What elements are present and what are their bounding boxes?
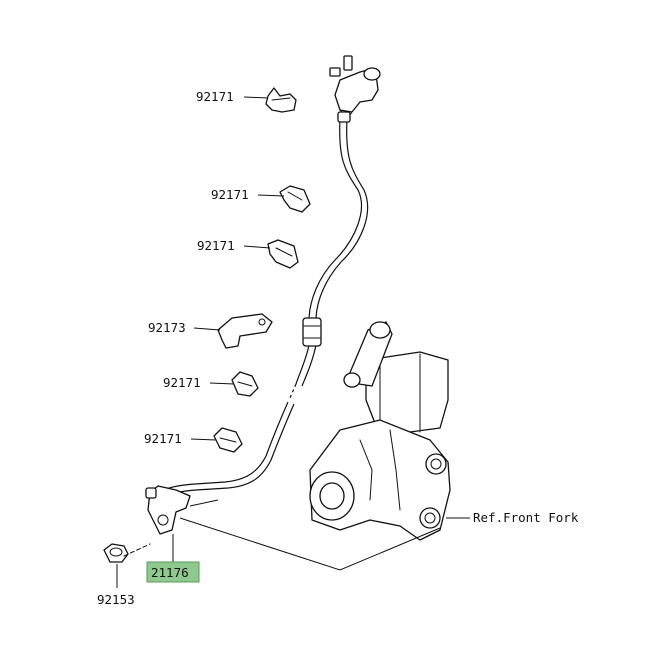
clamp-5-shape xyxy=(213,427,243,453)
sensor-connector xyxy=(329,55,381,123)
front-fork xyxy=(309,321,451,541)
clamp-4-shape xyxy=(231,371,259,397)
part-label-clamp-4[interactable]: 92171 xyxy=(163,375,201,390)
part-label-clamp-5[interactable]: 92171 xyxy=(144,431,182,446)
part-label-bolt[interactable]: 92153 xyxy=(97,592,135,607)
speed-sensor xyxy=(145,485,191,535)
part-label-bracket[interactable]: 92173 xyxy=(148,320,186,335)
clamp-1-shape xyxy=(265,87,297,113)
leader-lines xyxy=(116,96,470,588)
bracket-shape xyxy=(217,313,273,349)
part-label-clamp-3[interactable]: 92171 xyxy=(197,238,235,253)
clamp-3-shape xyxy=(267,239,299,269)
part-label-clamp-2[interactable]: 92171 xyxy=(211,187,249,202)
bolt xyxy=(103,543,151,563)
reference-label-front-fork: Ref.Front Fork xyxy=(473,510,579,525)
assembly-lines xyxy=(179,499,441,571)
part-label-clamp-1[interactable]: 92171 xyxy=(196,89,234,104)
part-highlight-21176 xyxy=(146,561,200,583)
cable-grommet xyxy=(302,317,322,347)
part-label-sensor[interactable]: 21176 xyxy=(151,565,189,580)
clamp-2-shape xyxy=(279,185,311,213)
sensor-cable xyxy=(159,117,369,499)
